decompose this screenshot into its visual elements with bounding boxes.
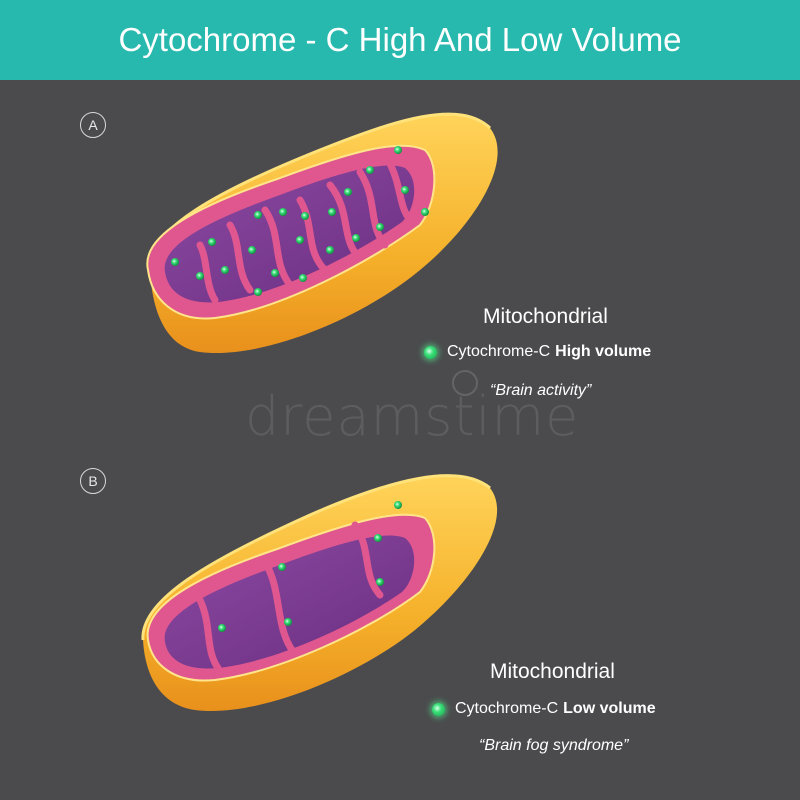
cristae [196, 156, 414, 304]
panel-letter-a: A [80, 112, 106, 138]
outer-membrane-edge [141, 474, 491, 641]
legend-volume: Low volume [563, 700, 656, 717]
panel-b-legend: Cytochrome-C Low volume [432, 700, 656, 718]
cytochrome-dot-icon [432, 702, 445, 716]
cristae [196, 521, 384, 672]
watermark: dreamstime [245, 385, 580, 448]
panel-a-quote: “Brain activity” [490, 382, 592, 399]
page-title: Cytochrome - C High And Low Volume [118, 21, 682, 58]
legend-volume: High volume [555, 343, 652, 360]
legend-prefix: Cytochrome-C [455, 700, 559, 717]
watermark-swirl-icon [452, 370, 478, 396]
panel-b-quote: “Brain fog syndrome” [479, 737, 629, 754]
cytochrome-c-dots-low [218, 501, 402, 632]
mitochondrion-b [141, 474, 498, 712]
matrix [164, 535, 415, 669]
cytochrome-dot-icon [424, 345, 437, 359]
title-bar: Cytochrome - C High And Low Volume [0, 0, 800, 80]
mitochondrion-a [146, 112, 498, 354]
panel-a-heading: Mitochondrial [483, 305, 608, 328]
panel-letter-b: B [80, 468, 106, 494]
panel-a-legend: Cytochrome-C High volume [424, 343, 651, 361]
legend-prefix: Cytochrome-C [447, 343, 551, 360]
cytochrome-c-dots-high [171, 146, 429, 296]
panel-b-heading: Mitochondrial [490, 660, 615, 683]
